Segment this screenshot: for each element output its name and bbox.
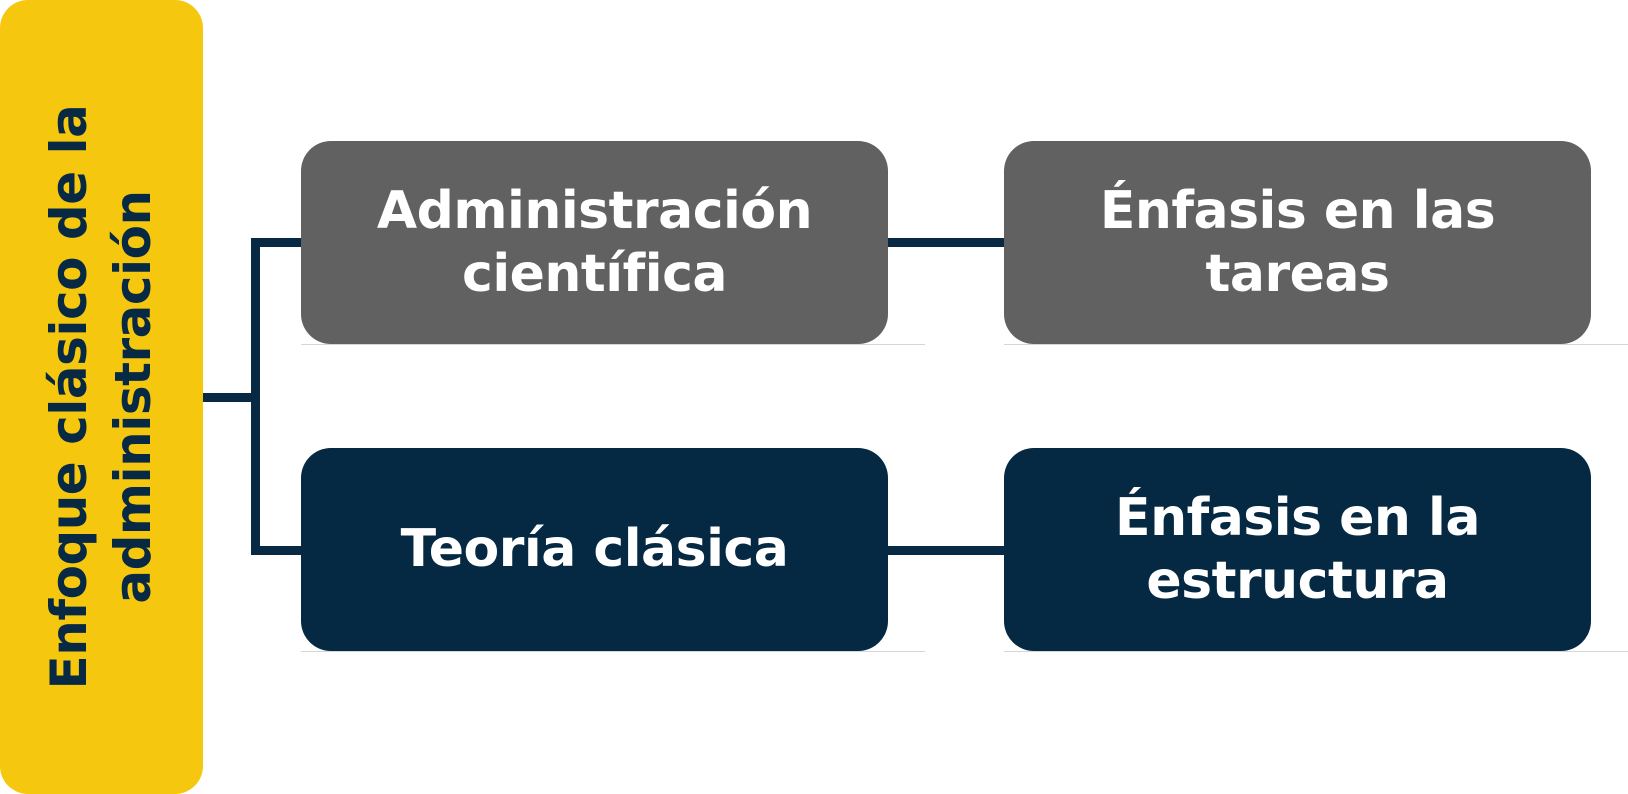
connector-to-branch-1: [251, 238, 301, 247]
emphasis-node-label: Énfasis en la estructura: [1115, 487, 1480, 611]
box-shadow-line: [1004, 651, 1628, 652]
connector-to-branch-2: [251, 546, 301, 555]
box-shadow-line: [301, 344, 925, 345]
root-node-box: Enfoque clásico de la administración: [0, 0, 203, 794]
branch-node-administracion-cientifica: Administración científica: [301, 141, 888, 344]
emphasis-node-estructura: Énfasis en la estructura: [1004, 448, 1591, 651]
root-node-label: Enfoque clásico de la administración: [40, 104, 162, 690]
connector-vertical-trunk: [251, 238, 260, 555]
emphasis-node-tareas: Énfasis en las tareas: [1004, 141, 1591, 344]
box-shadow-line: [301, 651, 925, 652]
box-shadow-line: [1004, 344, 1628, 345]
connector-root-stem: [203, 393, 255, 402]
branch-node-label: Administración científica: [376, 180, 813, 304]
connector-branch-2-to-emphasis: [888, 546, 1004, 555]
branch-node-teoria-clasica: Teoría clásica: [301, 448, 888, 651]
emphasis-node-label: Énfasis en las tareas: [1099, 180, 1496, 304]
connector-branch-1-to-emphasis: [888, 238, 1004, 247]
branch-node-label: Teoría clásica: [400, 519, 789, 579]
